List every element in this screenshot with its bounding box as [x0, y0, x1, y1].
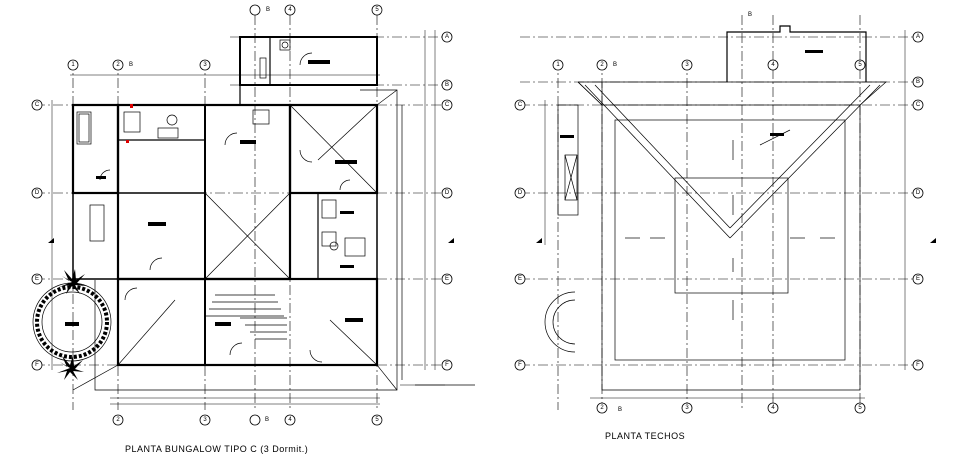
section-marker	[536, 238, 542, 243]
grid-bubble-label: A	[445, 34, 449, 40]
grid-bubble-label: D	[916, 190, 921, 196]
stair-hatch	[206, 294, 287, 340]
grid-bubble-label: 2	[116, 62, 120, 68]
roof-plan: 1 2 B 3 B 4 5 2 B 3 4 5 A B C C D D E E …	[514, 12, 936, 441]
grid-bubble-label: 5	[375, 7, 379, 13]
room-tags	[65, 60, 363, 326]
grid-bubble-label: B	[613, 62, 617, 68]
grid-bubble-label: E	[445, 276, 449, 282]
grid-bubble-label: C	[916, 102, 921, 108]
grid-bubble-label: 4	[288, 417, 292, 423]
right-column-bubbles-bottom: 2 B 3 4 5	[596, 402, 866, 414]
grid-bubble-label: C	[518, 102, 523, 108]
grid-bubble-label: D	[445, 190, 450, 196]
roof-outline	[577, 81, 887, 391]
grid-bubble-label: F	[518, 362, 522, 368]
grid-bubble-label: 4	[771, 62, 775, 68]
grid-bubble-label: B	[618, 407, 622, 413]
grid-bubble-label: 1	[71, 62, 75, 68]
grid-bubble-label: F	[445, 362, 449, 368]
grid-bubble-label: 2	[600, 62, 604, 68]
right-grid-axes	[520, 15, 915, 410]
grid-bubble-label: 3	[685, 405, 689, 411]
grid-bubble-label: B	[129, 62, 133, 68]
grid-bubble-label: 2	[116, 417, 120, 423]
grid-bubble-label: D	[518, 190, 523, 196]
grid-bubble-label: 3	[685, 62, 689, 68]
grid-bubble-label: C	[445, 102, 450, 108]
grid-bubble-label: D	[35, 190, 40, 196]
door-swings	[99, 52, 351, 363]
floor-plan-bungalow: 1 2 B 3 B 4 5 2 3 B 4 5 A B C C D D E E …	[31, 4, 475, 454]
grid-bubble-label: 3	[203, 417, 207, 423]
left-row-bubbles: A B C C D D E E F F	[31, 31, 453, 371]
left-dimension-lines	[51, 30, 445, 405]
grid-bubble-label: B	[265, 417, 269, 423]
grid-bubble-label: F	[916, 362, 920, 368]
grid-bubble-label: B	[748, 12, 752, 18]
grid-bubble-label: E	[518, 276, 522, 282]
grid-bubble-label: F	[35, 362, 39, 368]
right-column-bubbles-top: 1 2 B 3 B 4 5	[552, 12, 866, 71]
slope-arrows	[625, 129, 835, 320]
grid-bubble-label: E	[916, 276, 920, 282]
left-walls	[71, 36, 379, 367]
plant-symbols	[57, 269, 86, 380]
bathroom-fixtures	[76, 39, 366, 257]
grid-bubble-label: 4	[771, 405, 775, 411]
roof-valley	[584, 84, 881, 239]
left-roof-ridges	[117, 104, 378, 366]
grid-bubble-label: 5	[858, 62, 862, 68]
planter-outline	[544, 291, 576, 353]
grid-bubble-label: B	[266, 7, 270, 13]
grid-bubble-label: A	[916, 34, 920, 40]
grid-bubble-label: 5	[375, 417, 379, 423]
grid-bubble-label: B	[916, 79, 920, 85]
left-column-bubbles-top: 1 2 B 3 B 4 5	[67, 4, 383, 71]
roof-side-element	[557, 104, 579, 216]
grid-bubble-label: 4	[288, 7, 292, 13]
right-plan-title: PLANTA TECHOS	[605, 431, 685, 441]
section-markers	[48, 238, 454, 243]
grid-bubble-label: E	[35, 276, 39, 282]
section-marker	[930, 238, 936, 243]
grid-bubble-label: 5	[858, 405, 862, 411]
grid-bubble-label: 1	[556, 62, 560, 68]
right-dimension-lines	[544, 30, 906, 399]
left-plan-title: PLANTA BUNGALOW TIPO C (3 Dormit.)	[125, 444, 308, 454]
grid-bubble-label: B	[445, 82, 449, 88]
right-row-bubbles: A B C C D D E E F F	[514, 31, 924, 371]
grid-bubble-label: 3	[203, 62, 207, 68]
left-column-bubbles-bottom: 2 3 B 4 5	[112, 414, 383, 426]
left-roof-overhang	[72, 89, 403, 391]
grid-bubble-label: C	[35, 102, 40, 108]
plumbing-markers	[126, 104, 133, 143]
grid-bubble-label: 2	[600, 405, 604, 411]
